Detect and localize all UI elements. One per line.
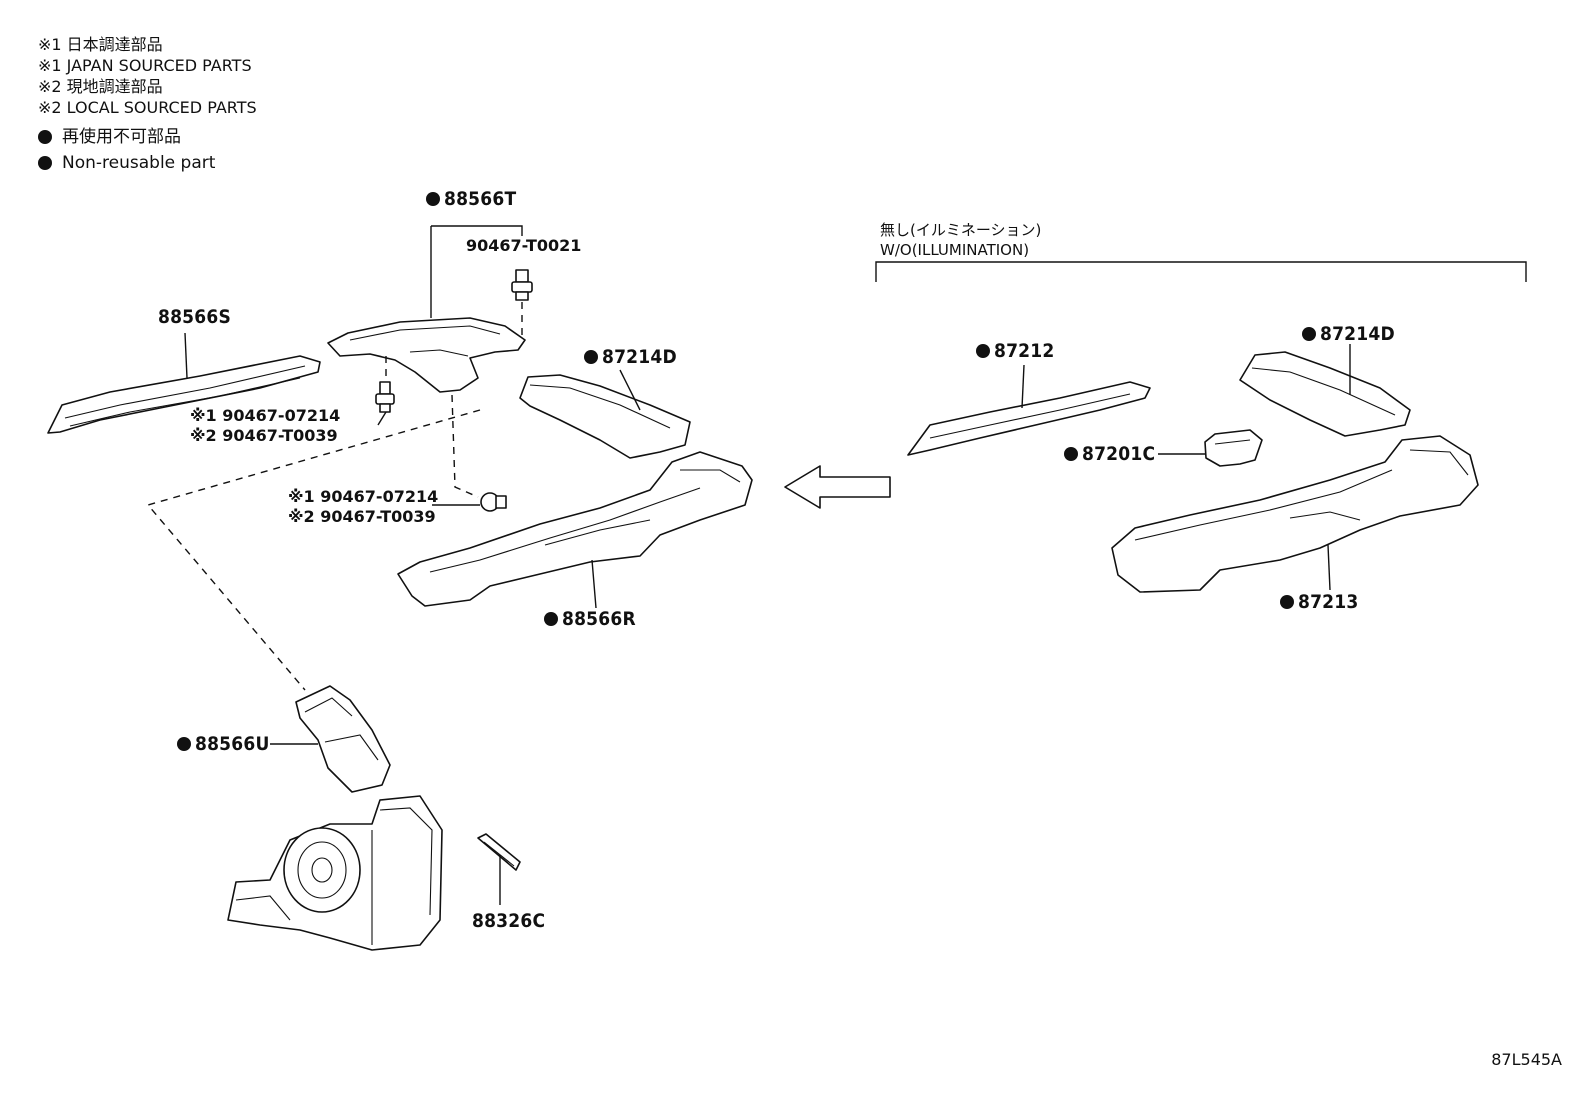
non-reusable-dot-icon [584, 350, 598, 364]
label-87212: 87212 [976, 340, 1054, 362]
clip-a-icon [375, 381, 395, 413]
variant-note: 無し(イルミネーション) W/O(ILLUMINATION) [880, 220, 1041, 260]
non-reusable-dot-icon [1302, 327, 1316, 341]
legend: ※1 日本調達部品 ※1 JAPAN SOURCED PARTS ※2 現地調達… [38, 34, 257, 176]
non-reusable-dot-icon [1064, 447, 1078, 461]
clip-b-icon [480, 492, 507, 512]
label-clip-b-2: ※2 90467-T0039 [288, 507, 436, 526]
label-clip-a-1: ※1 90467-07214 [190, 406, 341, 425]
legend-non-reusable-en-text: Non-reusable part [62, 153, 216, 173]
non-reusable-dot-icon [38, 130, 52, 144]
legend-line-3: ※2 現地調達部品 [38, 77, 163, 96]
connector-87201C-shape [1204, 429, 1263, 467]
leader-88566R [591, 559, 597, 609]
variant-bracket [875, 261, 1527, 282]
legend-non-reusable-en: Non-reusable part [38, 150, 257, 176]
label-88326C: 88326C [472, 910, 546, 932]
leader-87212 [1021, 364, 1025, 409]
leader-clip-a [377, 411, 387, 426]
label-90467-T0021: 90467-T0021 [466, 236, 582, 255]
legend-line-1: ※1 日本調達部品 [38, 35, 163, 54]
duct-87213-shape [1111, 435, 1479, 593]
label-87201C: 87201C [1064, 443, 1155, 465]
duct-88566R-shape [397, 451, 753, 607]
label-88566T: 88566T [426, 188, 516, 210]
legend-line-2: ※1 JAPAN SOURCED PARTS [38, 56, 252, 75]
bracket-88326C-shape [477, 833, 521, 871]
variant-en: W/O(ILLUMINATION) [880, 241, 1030, 259]
leader-88566S [184, 332, 188, 379]
bracket-88566T [431, 225, 523, 236]
non-reusable-dot-icon [976, 344, 990, 358]
non-reusable-dot-icon [38, 156, 52, 170]
duct-87212-shape [907, 381, 1151, 456]
legend-non-reusable-jp: 再使用不可部品 [38, 124, 257, 150]
label-clip-a-2: ※2 90467-T0039 [190, 426, 338, 445]
blower-unit-shape [227, 795, 443, 951]
dash-guide-88566U [146, 409, 481, 691]
duct-88566U-shape [295, 685, 391, 793]
dash-guide-clip-b [451, 394, 479, 498]
label-87213: 87213 [1280, 591, 1358, 613]
legend-line-4: ※2 LOCAL SOURCED PARTS [38, 98, 257, 117]
legend-non-reusable-jp-text: 再使用不可部品 [62, 127, 181, 147]
non-reusable-dot-icon [177, 737, 191, 751]
label-88566U: 88566U [177, 733, 270, 755]
duct-88566S-shape [47, 355, 321, 434]
direction-arrow-icon [784, 465, 891, 509]
leader-87214D-left [619, 369, 641, 411]
clip-90467-T0021-icon [511, 269, 533, 301]
non-reusable-dot-icon [426, 192, 440, 206]
label-88566S: 88566S [158, 306, 231, 328]
label-87214D-right: 87214D [1302, 323, 1395, 345]
leader-87213 [1327, 544, 1331, 591]
non-reusable-dot-icon [1280, 595, 1294, 609]
label-87214D-left: 87214D [584, 346, 677, 368]
non-reusable-dot-icon [544, 612, 558, 626]
label-88566R: 88566R [544, 608, 636, 630]
label-clip-b-1: ※1 90467-07214 [288, 487, 439, 506]
figure-id: 87L545A [1491, 1050, 1562, 1069]
variant-jp: 無し(イルミネーション) [880, 221, 1042, 239]
cover-87214D-left-shape [519, 374, 691, 459]
duct-88566T-shape [327, 317, 526, 393]
cover-87214D-right-shape [1239, 351, 1411, 437]
